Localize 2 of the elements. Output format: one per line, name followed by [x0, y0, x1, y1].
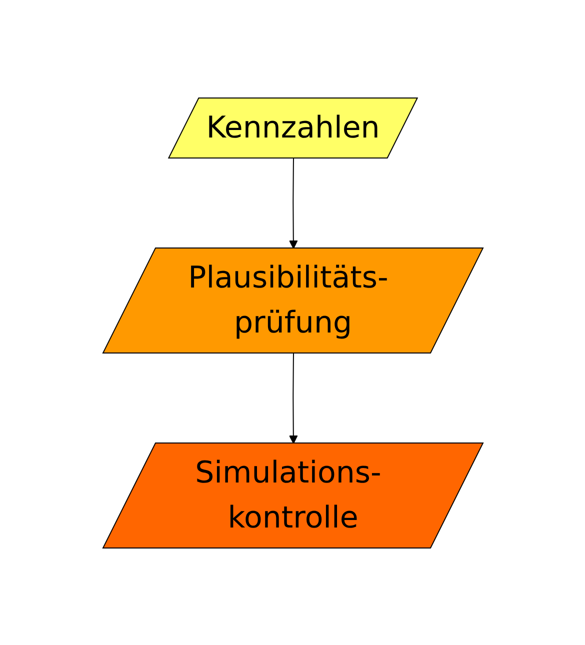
arrow: [288, 158, 298, 248]
arrow: [288, 352, 298, 444]
